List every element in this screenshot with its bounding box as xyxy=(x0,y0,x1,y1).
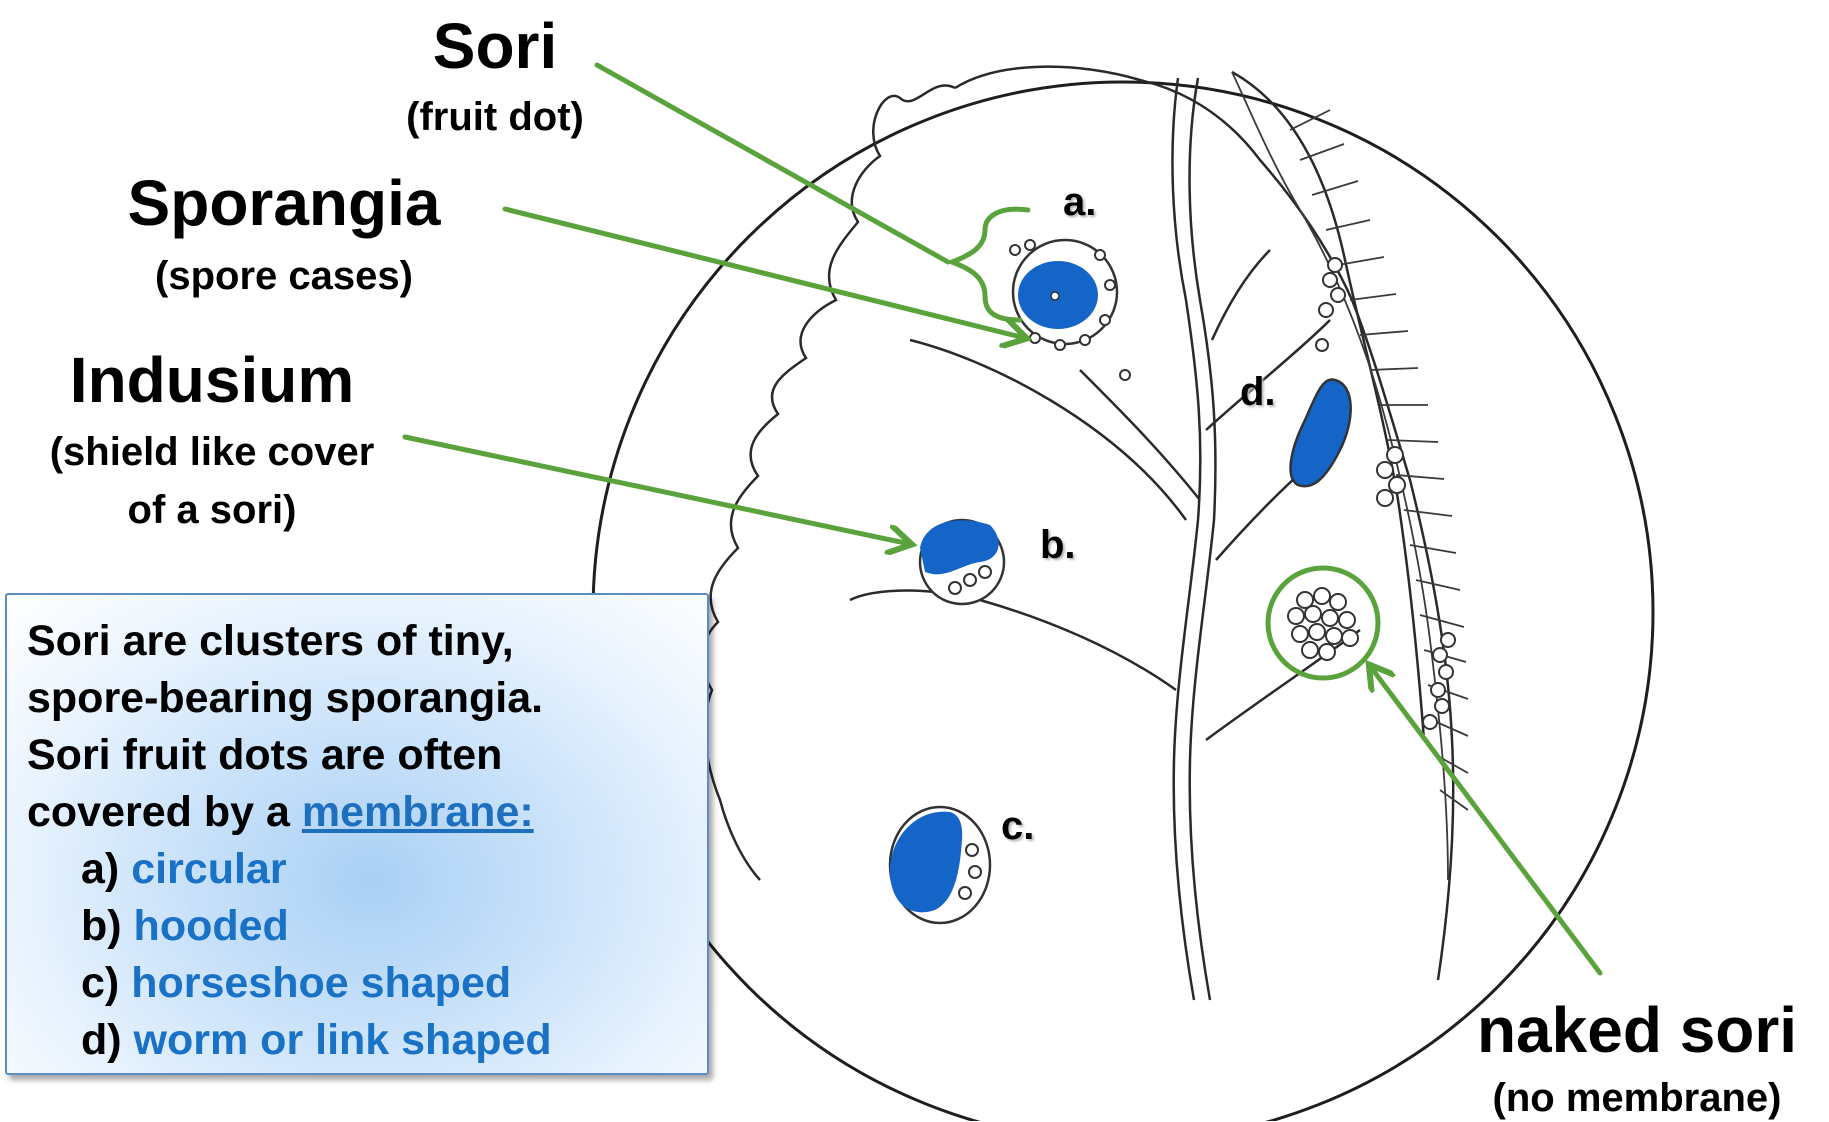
sorus-b xyxy=(920,520,1004,604)
naked-sori-arrow xyxy=(1370,666,1600,973)
label-sori-title: Sori xyxy=(395,11,595,81)
label-naked-sori-subtitle: (no membrane) xyxy=(1457,1074,1817,1122)
sorus-c xyxy=(890,807,990,923)
letter-c: c. xyxy=(1001,804,1034,849)
info-line-4: covered by a membrane: xyxy=(27,784,707,841)
membrane-link[interactable]: membrane: xyxy=(302,788,534,836)
sorus-naked xyxy=(1288,588,1358,660)
item-text: hooded xyxy=(134,902,289,950)
info-line-2: spore-bearing sporangia. xyxy=(27,670,707,727)
indusium-arrow xyxy=(405,437,910,544)
info-box: Sori are clusters of tiny, spore-bearing… xyxy=(5,593,709,1075)
leaf-outline xyxy=(702,86,955,880)
item-marker: d) xyxy=(81,1016,122,1064)
sporangia-arrow xyxy=(505,209,1025,338)
label-indusium-subtitle-line1: (shield like cover xyxy=(12,428,412,476)
item-text: horseshoe shaped xyxy=(131,959,511,1007)
membrane-type-item: c) horseshoe shaped xyxy=(27,955,707,1012)
label-sporangia-title: Sporangia xyxy=(94,168,474,238)
label-indusium-subtitle-line2: of a sori) xyxy=(62,486,362,534)
label-sori-subtitle: (fruit dot) xyxy=(370,93,620,141)
membrane-type-item: b) hooded xyxy=(27,898,707,955)
info-line-1: Sori are clusters of tiny, xyxy=(27,613,707,670)
info-line-4-prefix: covered by a xyxy=(27,788,302,836)
letter-a: a. xyxy=(1063,180,1096,225)
item-text: circular xyxy=(131,845,286,893)
item-text: worm or link shaped xyxy=(134,1016,552,1064)
letter-b: b. xyxy=(1040,523,1076,568)
membrane-type-item: d) worm or link shaped xyxy=(27,1012,707,1069)
marginal-sporangia xyxy=(1316,258,1455,729)
magnified-view-circle xyxy=(593,82,1653,1121)
sorus-a xyxy=(1010,240,1130,380)
letter-d: d. xyxy=(1240,370,1276,415)
label-sporangia-subtitle: (spore cases) xyxy=(119,252,449,300)
info-line-3: Sori fruit dots are often xyxy=(27,727,707,784)
item-marker: c) xyxy=(81,959,119,1007)
label-naked-sori-title: naked sori xyxy=(1462,995,1812,1065)
sori-pointer-line xyxy=(597,65,948,262)
membrane-type-item: a) circular xyxy=(27,841,707,898)
item-marker: a) xyxy=(81,845,119,893)
label-indusium-title: Indusium xyxy=(42,345,382,415)
sorus-d xyxy=(1291,380,1351,487)
item-marker: b) xyxy=(81,902,122,950)
rolled-margin xyxy=(1232,72,1468,880)
